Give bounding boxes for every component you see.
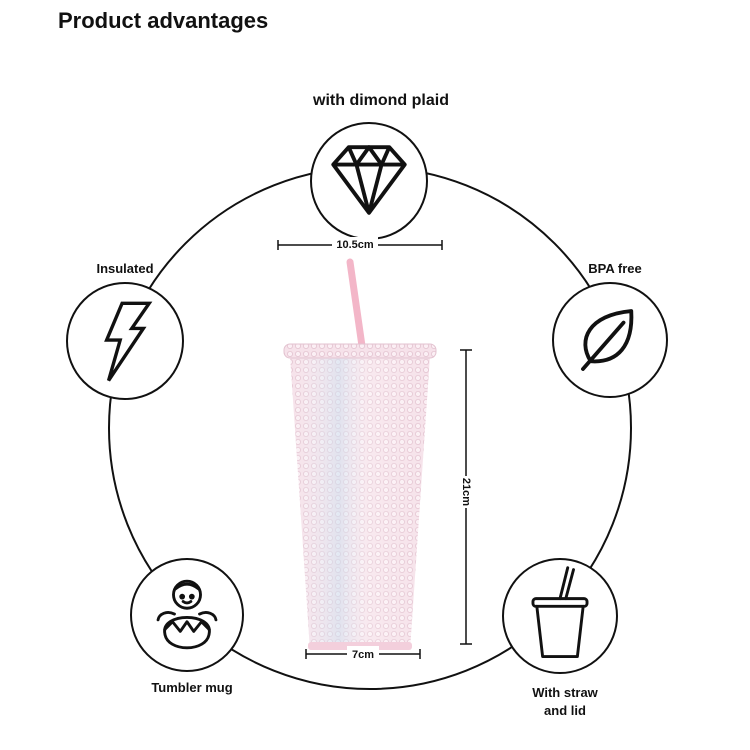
lightning-bolt-icon xyxy=(104,301,153,382)
bottom-width-dimension: 7cm xyxy=(305,646,421,661)
tumbler-mug-feature xyxy=(130,558,244,672)
height-dimension: 21cm xyxy=(459,349,473,645)
tumbler-doll-icon xyxy=(156,579,218,650)
diamond-icon xyxy=(331,145,407,215)
leaf-icon xyxy=(581,309,634,371)
feature-label-straw-and-lid: With straw and lid xyxy=(520,684,610,720)
top-width-dimension: 10.5cm xyxy=(277,237,443,251)
product-illustration: 10.5cm 21cm 7cm xyxy=(277,237,473,661)
feature-label-tumbler-mug: Tumbler mug xyxy=(151,680,233,695)
bottom-width-label: 7cm xyxy=(352,649,374,661)
insulated-feature xyxy=(66,282,184,400)
feature-label-diamond: with dimond plaid xyxy=(313,92,449,109)
feature-label-insulated: Insulated xyxy=(96,261,154,276)
straw-and-lid-feature xyxy=(502,558,618,674)
top-width-label: 10.5cm xyxy=(336,239,374,251)
bpa-free-feature xyxy=(552,282,668,398)
cup-lid xyxy=(283,343,437,359)
height-label: 21cm xyxy=(460,478,472,506)
page-title: Product advantages xyxy=(58,8,269,33)
diamond-feature xyxy=(310,122,428,240)
cup-shine xyxy=(290,356,430,650)
feature-label-bpa-free: BPA free xyxy=(588,261,642,276)
feature-label-straw-line2: and lid xyxy=(544,703,586,718)
cup-with-straw-icon xyxy=(531,566,589,658)
straw xyxy=(346,258,366,350)
feature-label-straw-line1: With straw xyxy=(532,685,598,700)
